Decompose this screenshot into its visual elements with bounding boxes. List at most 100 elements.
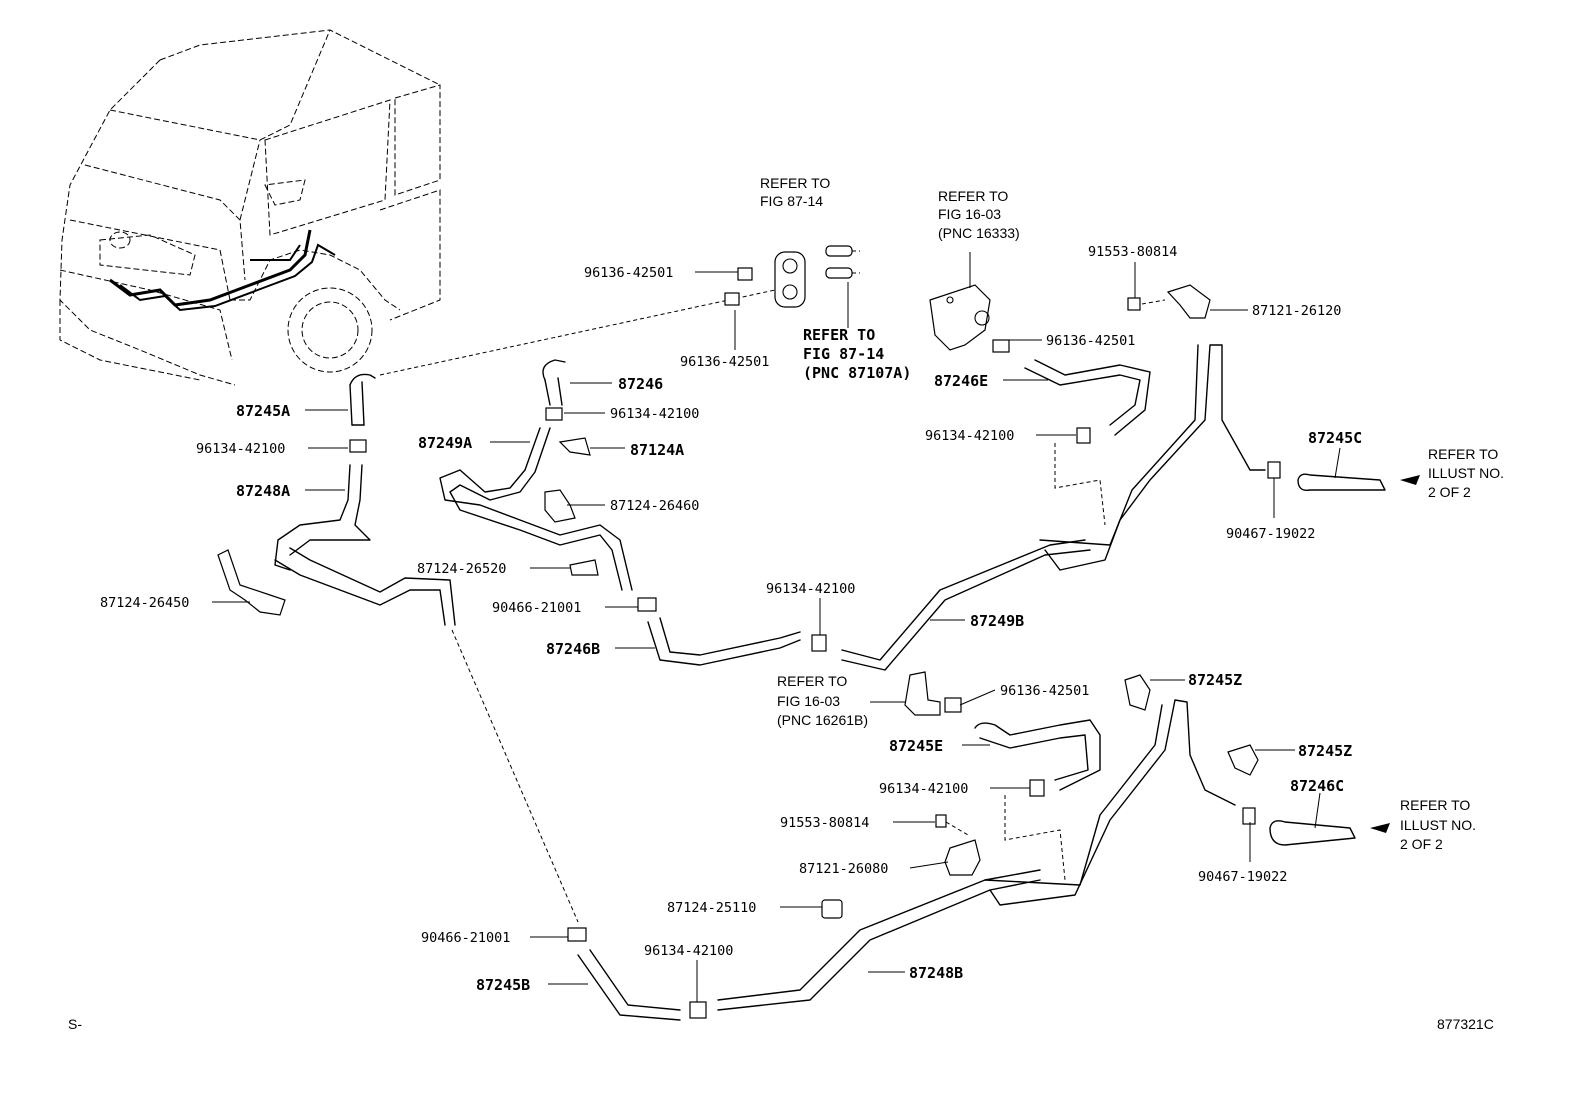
label-87248B: 87248B [909,964,963,982]
label-87249A: 87249A [418,434,472,452]
refer-16333-line3: (PNC 16333) [938,225,1020,241]
refer-16261B-line3: (PNC 16261B) [777,712,868,728]
refer-illust-upper-line1: REFER TO [1428,446,1498,462]
label-96134-e: 96134-42100 [879,781,968,797]
label-87124A: 87124A [630,441,684,459]
arrow-icon-e [1370,823,1390,833]
clamp-96134-e [1029,779,1045,797]
refer-16261B-line1: REFER TO [777,673,847,689]
clamp-96136-c [992,339,1010,353]
clamp-96134-a [349,439,367,453]
hose-87246C [1269,820,1356,846]
label-87249B: 87249B [970,612,1024,630]
clip-87245Z-b [1227,744,1259,776]
label-87245C: 87245C [1308,429,1362,447]
hose-87246B [647,617,801,666]
clip-87124-26460 [544,489,576,523]
label-96136-c: 96136-42501 [1046,333,1135,349]
pipe-refer-16-03-b [904,671,941,716]
label-87124-25110: 87124-25110 [667,900,756,916]
hose-87245B [577,949,681,1021]
clamp-96136-b [724,292,740,306]
refer-87-14-line1: REFER TO [760,175,830,191]
label-87246B: 87246B [546,640,600,658]
clamp-90466-b [567,927,587,942]
label-90467-a: 90467-19022 [1226,526,1315,542]
label-96136-a: 96136-42501 [584,265,673,281]
part-labels: 87245A 96134-42100 87248A 87124-26450 96… [100,244,1362,994]
hose-87248A [274,464,371,571]
bracket-87124-26450 [217,549,286,616]
refer-illust-lower-line2: ILLUST NO. [1400,817,1476,833]
clamp-96134-c [811,634,827,652]
label-87121-26080: 87121-26080 [799,861,888,877]
clamp-90466-a [637,597,657,612]
clip-87124-26520 [569,559,599,576]
bolt-91553-b [935,814,947,828]
label-87246: 87246 [618,375,663,393]
label-87246E: 87246E [934,372,988,390]
clip-87121-26080 [944,839,981,876]
label-87248A: 87248A [236,482,290,500]
label-87245B: 87245B [476,976,530,994]
clamp-96134-d [1076,427,1091,444]
refer-87107A-line3: (PNC 87107A) [803,364,911,382]
ref-line-bolt-a [1141,299,1166,305]
label-87124-26460: 87124-26460 [610,498,699,514]
refer-16261B-line2: FIG 16-03 [777,693,840,709]
footer-figure-id: 877321C [1437,1016,1494,1032]
label-96136-d: 96136-42501 [1000,683,1089,699]
label-87245Z-a: 87245Z [1188,671,1242,689]
label-90466-b: 90466-21001 [421,930,510,946]
hose-87249B [841,344,1266,671]
clamp-96136-a [737,267,753,281]
label-91553-b: 91553-80814 [780,815,869,831]
label-96134-a: 96134-42100 [196,441,285,457]
clamp-96134-b [545,407,563,421]
arrow-icon-c [1400,475,1420,485]
label-90467-b: 90467-19022 [1198,869,1287,885]
hose-87245C [1297,473,1386,491]
hose-87246 [542,359,566,406]
hose-87248B [717,699,1236,1011]
refer-illust-upper-line3: 2 OF 2 [1428,484,1471,500]
label-96136-b: 96136-42501 [680,354,769,370]
bolt-91553-a [1127,297,1141,311]
clip-87124A [558,437,591,456]
hose-87245E [974,719,1101,791]
ref-line-bottom [451,629,579,923]
refer-16333-line2: FIG 16-03 [938,206,1001,222]
bracket-refer-16-03 [929,284,991,351]
refer-87107A-line2: FIG 87-14 [803,345,884,363]
refer-illust-upper-line2: ILLUST NO. [1428,465,1504,481]
label-96134-b: 96134-42100 [610,406,699,422]
grommet-refer-87-14 [774,245,860,308]
refer-16333-line1: REFER TO [938,188,1008,204]
label-87121-26120: 87121-26120 [1252,303,1341,319]
clamp-90467-b [1242,807,1256,825]
refer-illust-lower-line1: REFER TO [1400,797,1470,813]
label-96134-d: 96134-42100 [925,428,1014,444]
refer-87-14-line2: FIG 87-14 [760,193,823,209]
hose-87248A-long [274,547,456,626]
label-87124-26450: 87124-26450 [100,595,189,611]
clamp-90467-a [1267,461,1281,479]
ref-line-87245E [1004,795,1066,881]
label-96134-f: 96134-42100 [644,943,733,959]
hose-87249A [439,427,633,591]
label-96134-c: 96134-42100 [766,581,855,597]
ref-line-car [379,289,776,376]
label-87124-26520: 87124-26520 [417,561,506,577]
label-87245Z-b: 87245Z [1298,742,1352,760]
refer-notes: REFER TO FIG 87-14 REFER TO FIG 87-14 (P… [760,175,1504,852]
refer-87107A-line1: REFER TO [803,326,875,344]
ref-line-bolt-b [945,821,969,836]
label-91553-a: 91553-80814 [1088,244,1177,260]
clip-87121-26120 [1166,284,1211,319]
footer-left: S- [68,1016,82,1032]
label-87246C: 87246C [1290,777,1344,795]
clip-87245Z-a [1124,674,1151,711]
vehicle-outline [59,29,441,386]
